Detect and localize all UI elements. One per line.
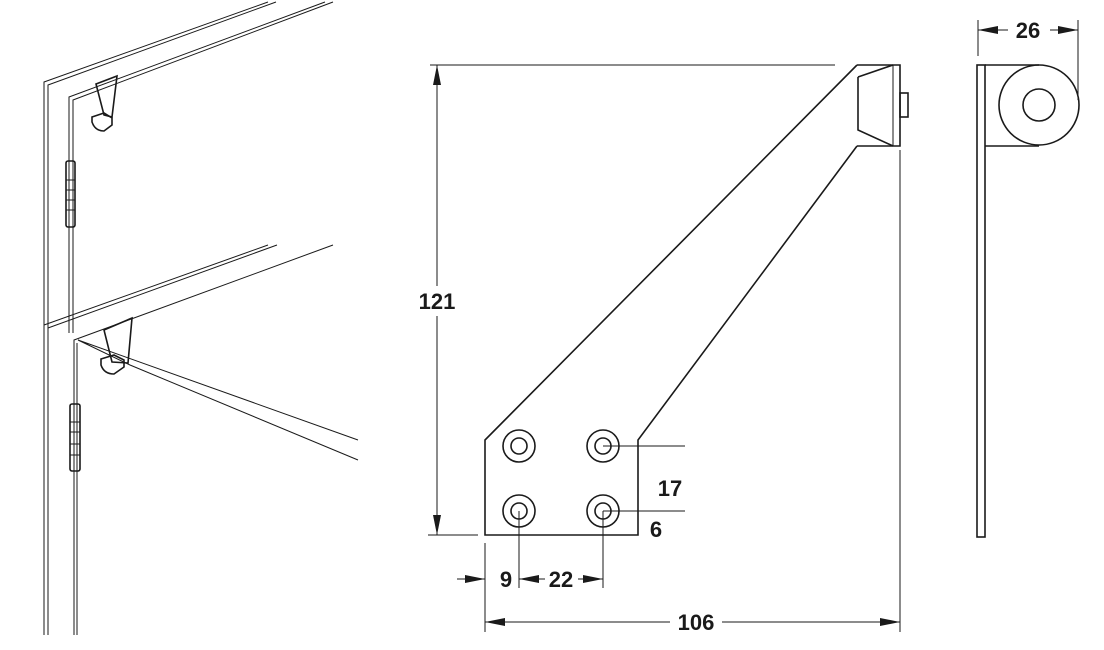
dimension-hole-offset-y-label: 6 [650,517,662,542]
hook-icon [103,316,133,364]
bracket-front-view [976,64,1080,538]
installation-view-bottom [43,244,359,635]
bracket-side-view [484,64,909,536]
dimension-depth-label: 26 [1016,18,1040,43]
dimension-hole-spacing-y-label: 17 [658,476,682,501]
dimension-width-label: 106 [678,610,715,635]
dimension-hole-spacing-x-label: 22 [549,567,573,592]
cord-weight-icon [69,403,81,472]
dimension-hole-offset-x-label: 9 [500,567,512,592]
dimension-height-label: 121 [419,289,456,314]
cord-weight-icon [65,160,76,228]
mounting-holes [502,429,620,528]
hook-icon [95,74,118,118]
installation-view-top [43,1,334,333]
pin-icon [899,92,909,118]
dimension-lines [414,20,1079,632]
